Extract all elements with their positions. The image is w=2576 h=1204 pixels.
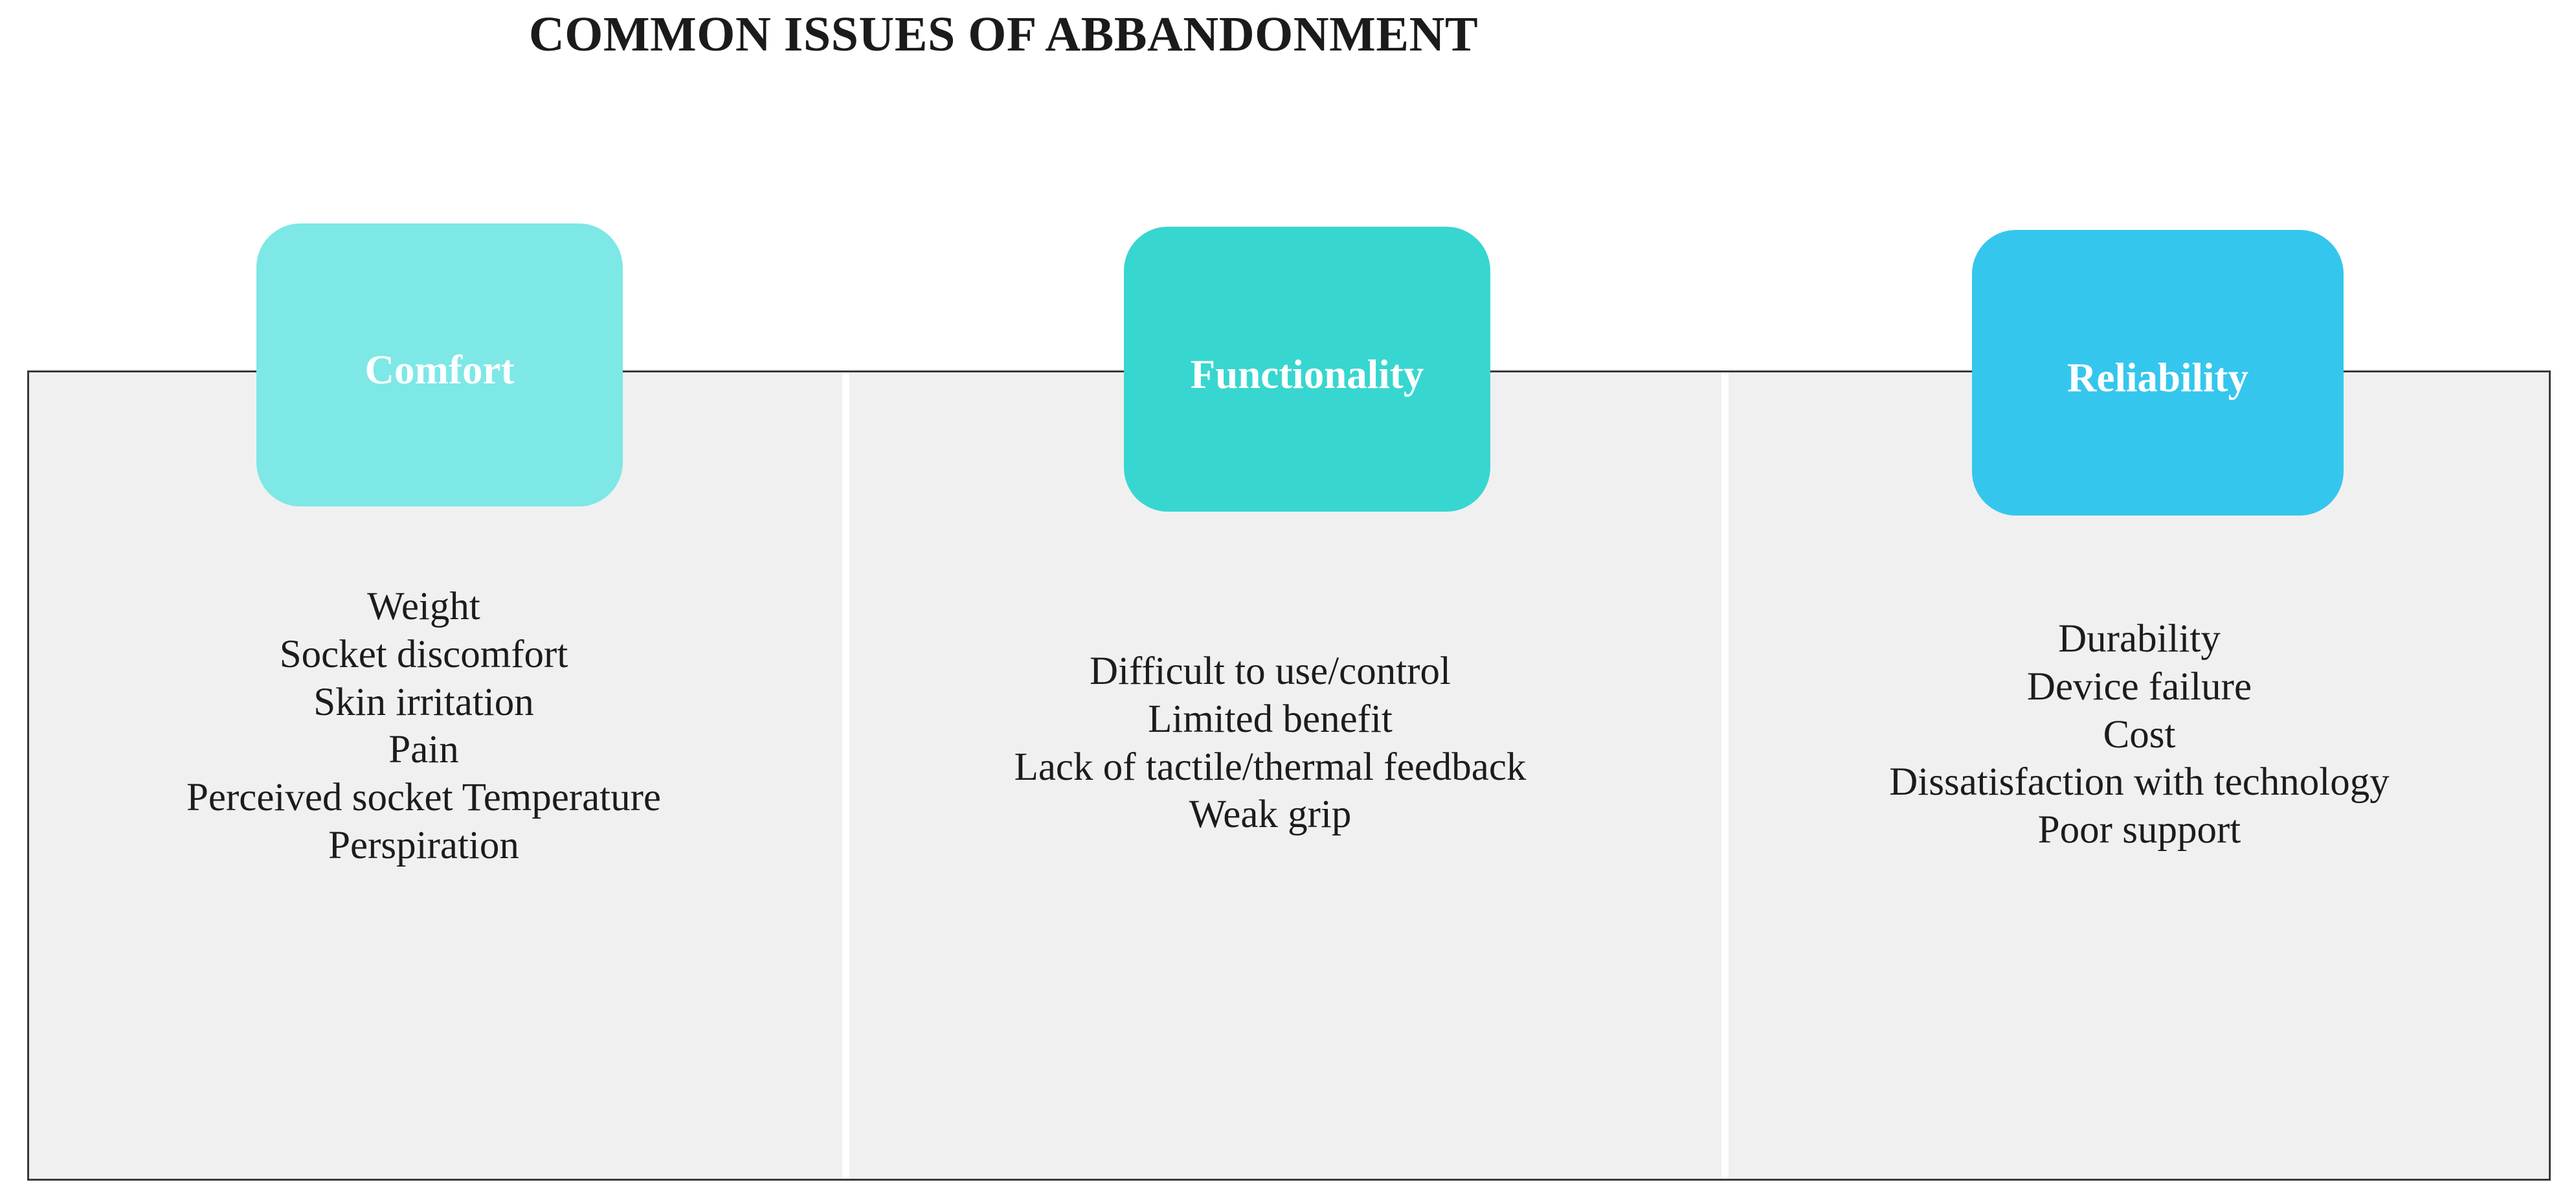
category-chip-functionality: Functionality [1124,227,1490,512]
category-chip-comfort: Comfort [256,223,623,506]
list-item: Limited benefit [1148,697,1393,741]
category-label-functionality: Functionality [1190,351,1424,397]
issue-list-reliability: Durability Device failure Cost Dissatisf… [1730,615,2549,854]
list-item: Dissatisfaction with technology [1889,760,2390,804]
category-label-comfort: Comfort [364,347,515,392]
list-item: Durability [2058,617,2221,661]
list-item: Perceived socket Temperature [186,776,662,820]
issue-list-comfort: Weight Socket discomfort Skin irritation… [27,583,820,870]
list-item: Weight [367,585,480,628]
list-item: Device failure [2026,664,2252,709]
page-title: COMMON ISSUES OF ABBANDONMENT [528,7,1479,62]
list-item: Skin irritation [313,680,534,724]
category-chip-reliability: Reliability [1972,230,2344,516]
category-label-reliability: Reliability [2067,355,2248,400]
column-divider-1 [842,372,849,1179]
issue-list-functionality: Difficult to use/control Limited benefit… [849,648,1691,839]
list-item: Cost [2103,712,2176,756]
list-item: Lack of tactile/thermal feedback [1014,745,1527,789]
column-divider-2 [1721,372,1729,1179]
list-item: Weak grip [1189,793,1352,837]
list-item: Poor support [2037,808,2241,852]
list-item: Pain [388,728,459,772]
list-item: Difficult to use/control [1090,650,1451,693]
list-item: Perspiration [328,823,519,867]
list-item: Socket discomfort [279,632,568,676]
